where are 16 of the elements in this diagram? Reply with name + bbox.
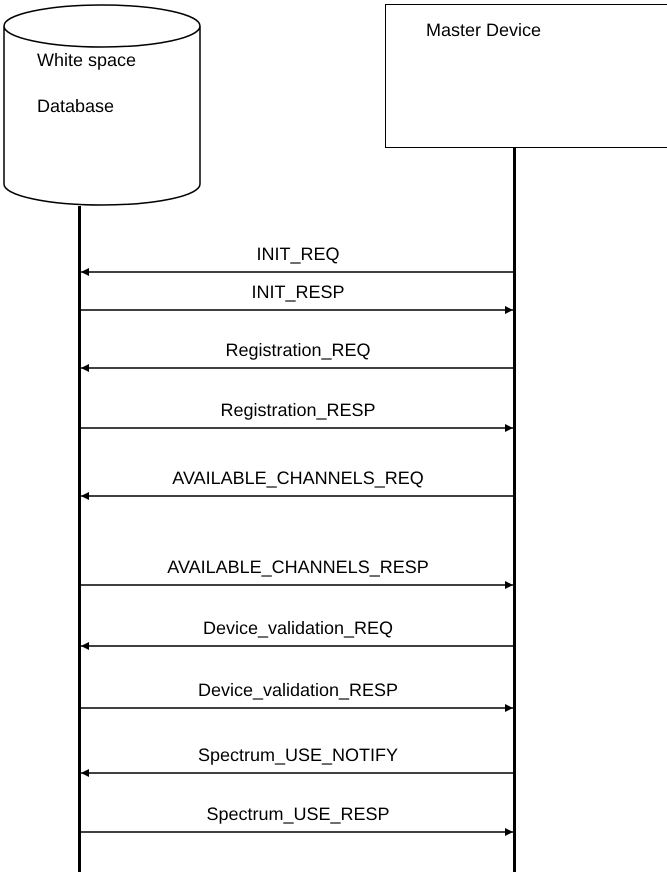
message-arrow [81,769,513,777]
message-arrow [81,581,513,589]
message-arrow [81,492,513,500]
message-arrow [81,306,513,314]
node-label: White space Database [37,49,138,118]
message-arrow [81,704,513,712]
message-arrow [81,364,513,372]
node-label: Master Device [425,19,542,42]
message-arrow [81,828,513,836]
lifeline-bar [513,148,516,872]
message-arrow [81,268,513,276]
lifeline-bar [78,206,81,872]
message-arrow [81,642,513,650]
participant-box [385,4,667,148]
database-cylinder [3,4,201,206]
message-arrow [81,424,513,432]
